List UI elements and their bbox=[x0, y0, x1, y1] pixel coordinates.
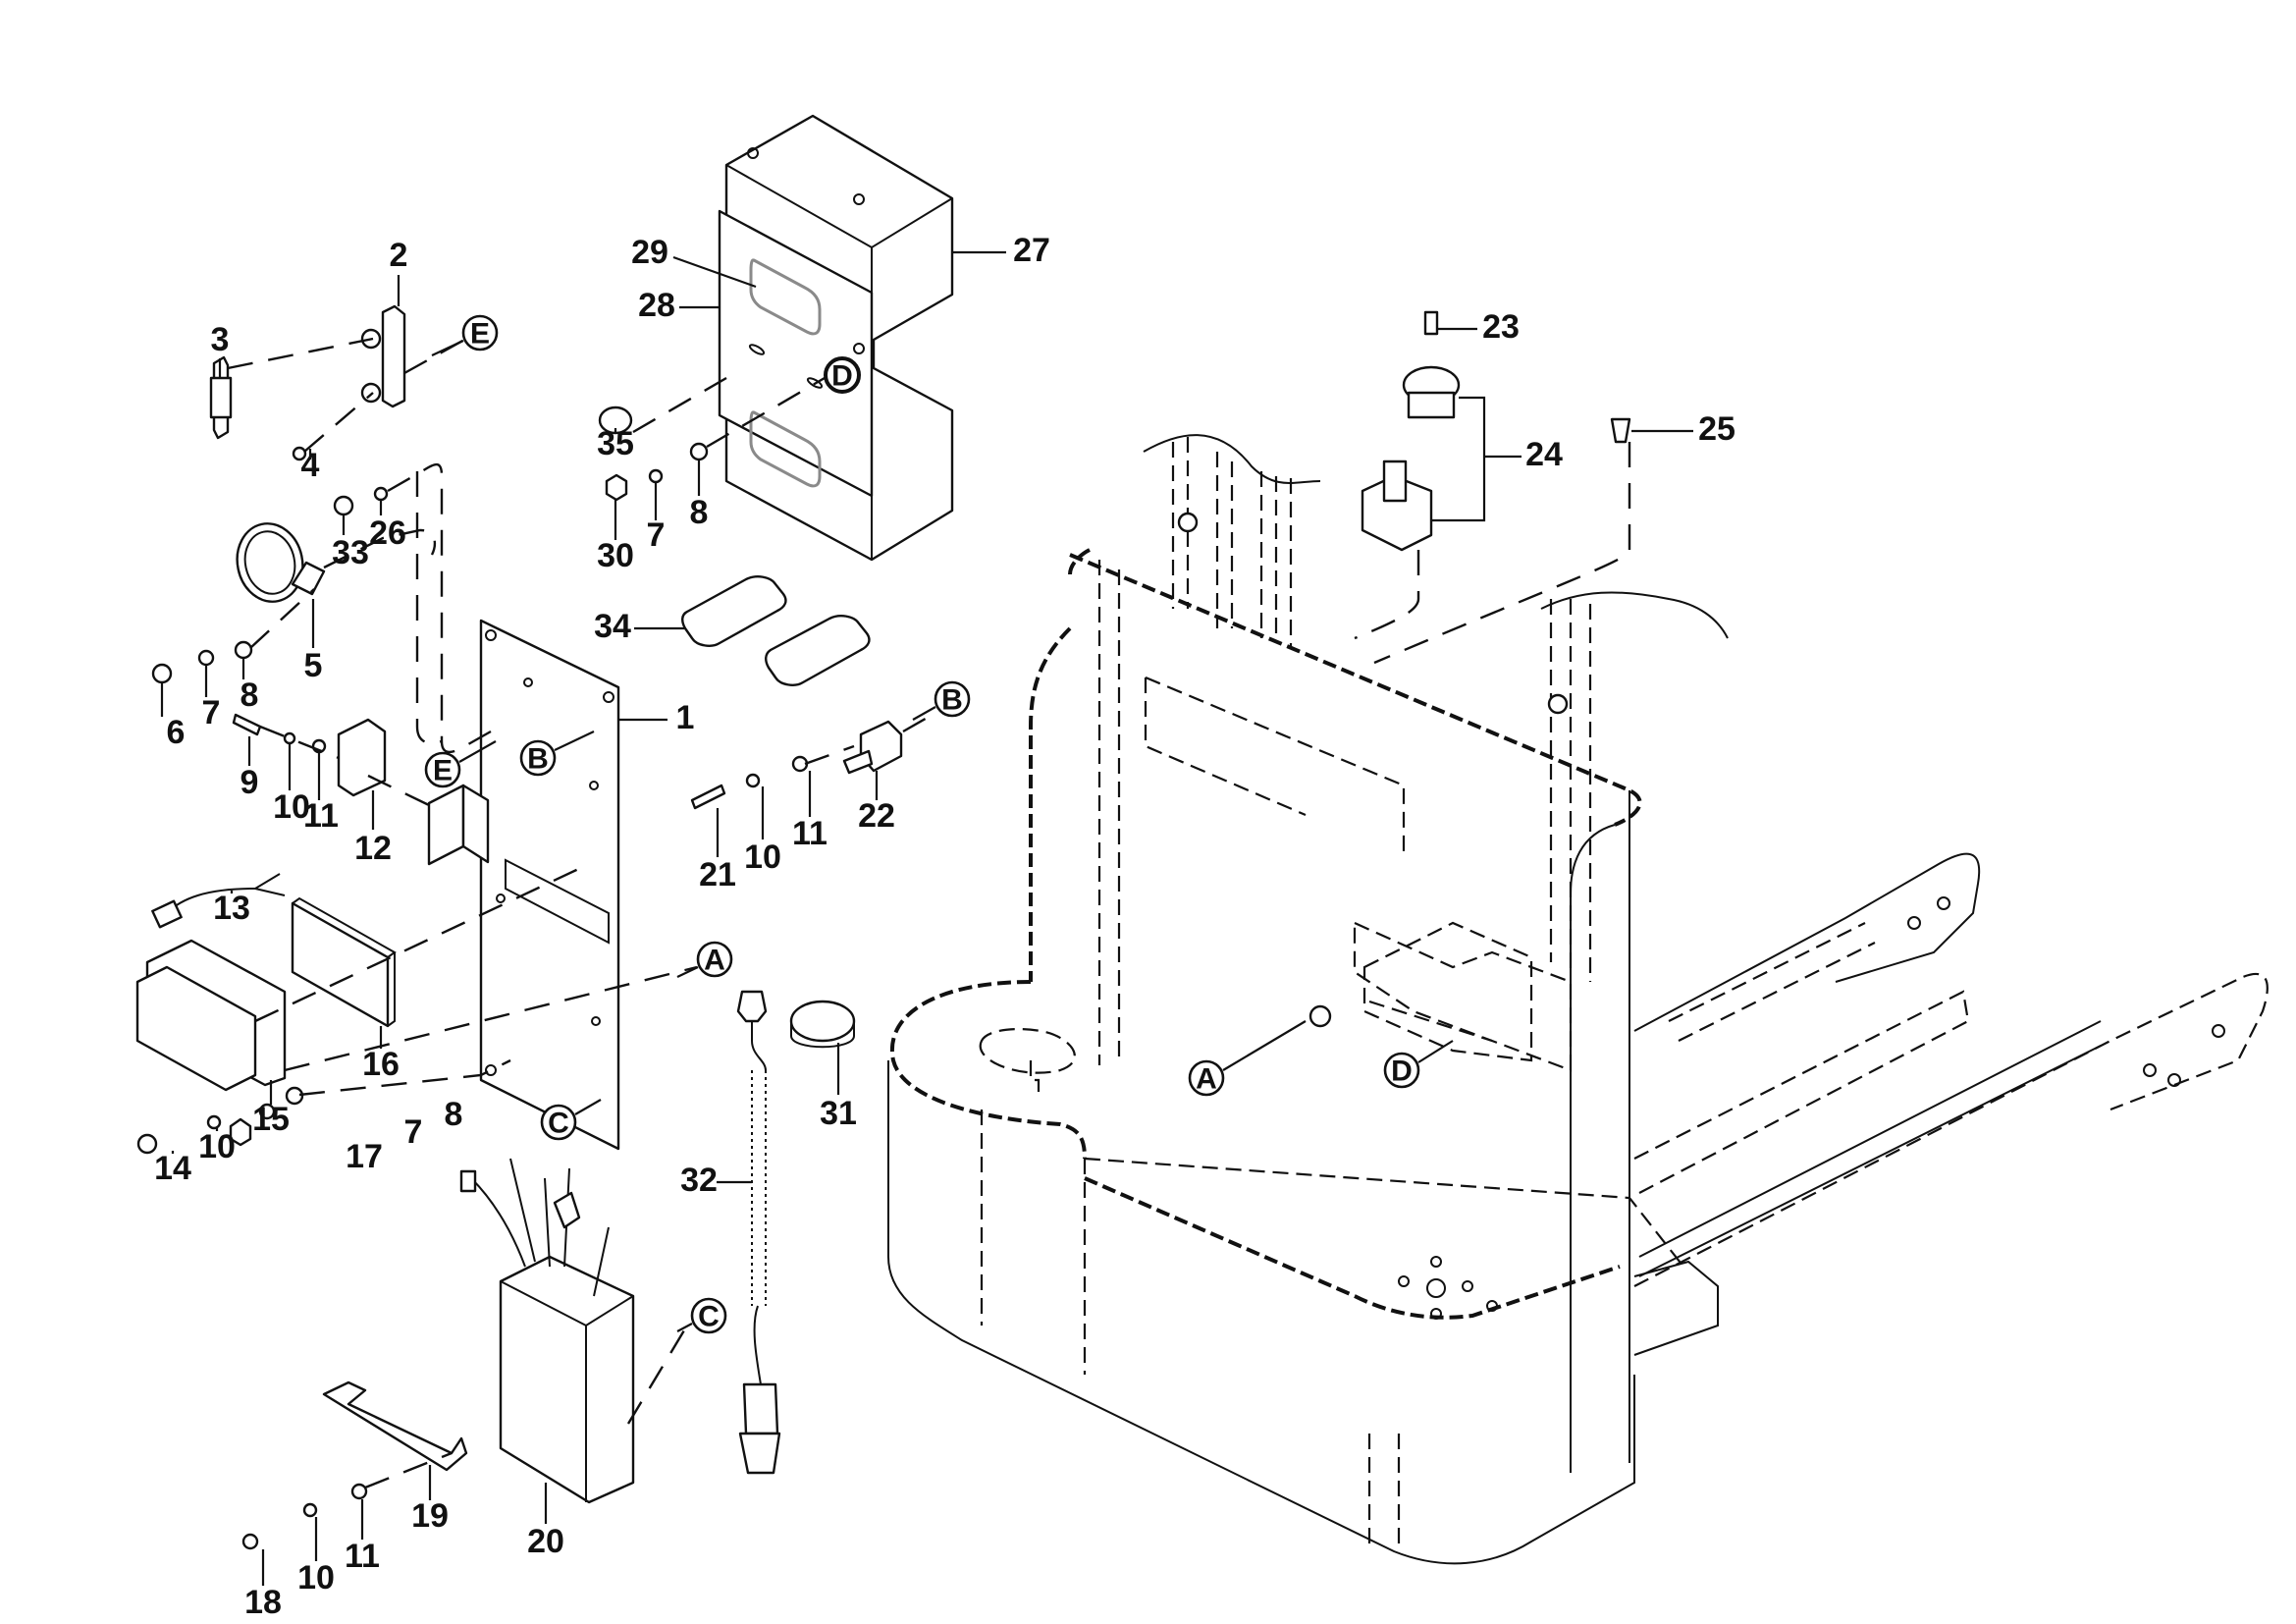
svg-text:E: E bbox=[433, 755, 453, 787]
part-label-8: 8 bbox=[240, 677, 259, 714]
part-label-28: 28 bbox=[638, 287, 675, 324]
part-label-34: 34 bbox=[594, 608, 631, 645]
part-label-26: 26 bbox=[369, 514, 406, 552]
svg-text:E: E bbox=[470, 318, 490, 351]
truck-chassis bbox=[887, 434, 2269, 1565]
part-label-17: 17 bbox=[346, 1138, 383, 1175]
part-label-5: 5 bbox=[304, 647, 323, 684]
mounting-plate bbox=[427, 619, 620, 1151]
part-label-7: 7 bbox=[404, 1113, 423, 1151]
part-label-13: 13 bbox=[213, 890, 250, 927]
part-label-8: 8 bbox=[445, 1096, 463, 1133]
ref-marker-b-connector: B bbox=[934, 680, 971, 718]
part-label-12: 12 bbox=[354, 830, 392, 867]
part-label-22: 22 bbox=[858, 797, 895, 835]
cover-box bbox=[718, 114, 954, 562]
part-label-4: 4 bbox=[301, 447, 320, 484]
part-label-33: 33 bbox=[332, 534, 369, 571]
part-label-9: 9 bbox=[240, 764, 259, 801]
part-label-10: 10 bbox=[744, 839, 781, 876]
svg-text:B: B bbox=[527, 743, 549, 776]
part-label-19: 19 bbox=[411, 1497, 449, 1535]
part-label-15: 15 bbox=[252, 1101, 290, 1138]
svg-text:D: D bbox=[831, 360, 853, 393]
part-label-16: 16 bbox=[362, 1046, 400, 1083]
part-label-23: 23 bbox=[1482, 308, 1520, 346]
leader-lines bbox=[160, 250, 1693, 1586]
part-label-30: 30 bbox=[597, 537, 634, 574]
part-label-10: 10 bbox=[198, 1128, 236, 1165]
part-label-24: 24 bbox=[1525, 436, 1563, 473]
ref-leader-lines bbox=[431, 340, 1454, 1332]
rubber-pads bbox=[681, 575, 871, 686]
part-label-32: 32 bbox=[680, 1162, 718, 1199]
part-number-labels: 2 3 4 33 26 5 6 7 8 9 10 11 12 13 16 15 … bbox=[154, 232, 1735, 1621]
ref-marker-a-plate: A bbox=[696, 941, 733, 978]
part-label-8: 8 bbox=[690, 494, 709, 531]
part-label-6: 6 bbox=[167, 714, 186, 751]
part-label-10: 10 bbox=[273, 788, 310, 826]
ref-marker-c-converter: C bbox=[690, 1297, 727, 1334]
part-label-2: 2 bbox=[390, 237, 408, 274]
ref-marker-b-plate: B bbox=[519, 739, 557, 777]
svg-text:A: A bbox=[704, 945, 725, 977]
part-label-7: 7 bbox=[202, 694, 221, 731]
part-label-27: 27 bbox=[1013, 232, 1050, 269]
part-label-10: 10 bbox=[297, 1559, 335, 1597]
part-label-21: 21 bbox=[699, 856, 736, 893]
svg-text:A: A bbox=[1196, 1063, 1217, 1096]
part-label-3: 3 bbox=[211, 321, 230, 358]
part-label-11: 11 bbox=[303, 797, 339, 835]
part-label-35: 35 bbox=[597, 425, 634, 462]
part-label-18: 18 bbox=[244, 1584, 282, 1621]
ref-marker-c-plate: C bbox=[540, 1104, 577, 1141]
part-label-31: 31 bbox=[820, 1095, 857, 1132]
svg-text:D: D bbox=[1391, 1056, 1413, 1088]
svg-text:C: C bbox=[698, 1301, 720, 1333]
ref-marker-e-fuse: E bbox=[461, 314, 499, 352]
svg-text:C: C bbox=[548, 1108, 569, 1140]
part-label-14: 14 bbox=[154, 1150, 191, 1187]
part-label-29: 29 bbox=[631, 234, 668, 271]
part-label-1: 1 bbox=[676, 699, 695, 736]
reference-markers: E E B C A D B C bbox=[424, 314, 1420, 1334]
part-label-11: 11 bbox=[345, 1538, 380, 1575]
ref-marker-d-truck: D bbox=[1383, 1052, 1420, 1089]
part-label-25: 25 bbox=[1698, 410, 1735, 448]
ref-marker-e-plate: E bbox=[424, 751, 461, 788]
ref-marker-d-box: D bbox=[824, 356, 861, 394]
part-label-20: 20 bbox=[527, 1523, 564, 1560]
part-label-11: 11 bbox=[792, 815, 828, 852]
ref-marker-a-truck: A bbox=[1188, 1059, 1225, 1097]
part-label-7: 7 bbox=[647, 516, 666, 554]
svg-text:B: B bbox=[941, 684, 963, 717]
